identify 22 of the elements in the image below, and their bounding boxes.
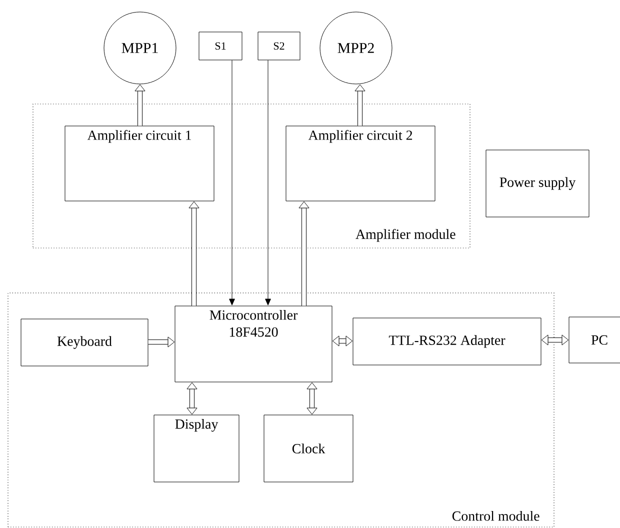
switch-box: S1 [198, 32, 242, 60]
adapter-box: TTL-RS232 Adapter [352, 318, 542, 366]
arrow [265, 60, 271, 306]
hollow-arrow [188, 201, 200, 306]
microcontroller-box: Microcontroller 18F4520 [174, 306, 332, 382]
arrow [229, 60, 235, 306]
two-way-hollow-arrow [332, 336, 353, 346]
pc-box: PC [568, 316, 620, 364]
circuit-box: Amplifier circuit 1 [64, 126, 214, 202]
clock-box: Clock [264, 414, 354, 482]
hollow-arrow [298, 201, 310, 306]
hollow-arrow [148, 336, 175, 348]
circuit-box: Amplifier circuit 2 [286, 126, 436, 202]
two-way-hollow-arrow [541, 334, 569, 346]
two-way-hollow-arrow [306, 382, 318, 415]
switch-box: S2 [258, 32, 300, 60]
display-box: Display [154, 414, 240, 482]
hollow-arrow [354, 84, 366, 126]
power-box: Power supply [486, 150, 590, 218]
two-way-hollow-arrow [186, 382, 198, 415]
keyboard-box: Keyboard [20, 318, 148, 366]
hollow-arrow [134, 84, 146, 126]
